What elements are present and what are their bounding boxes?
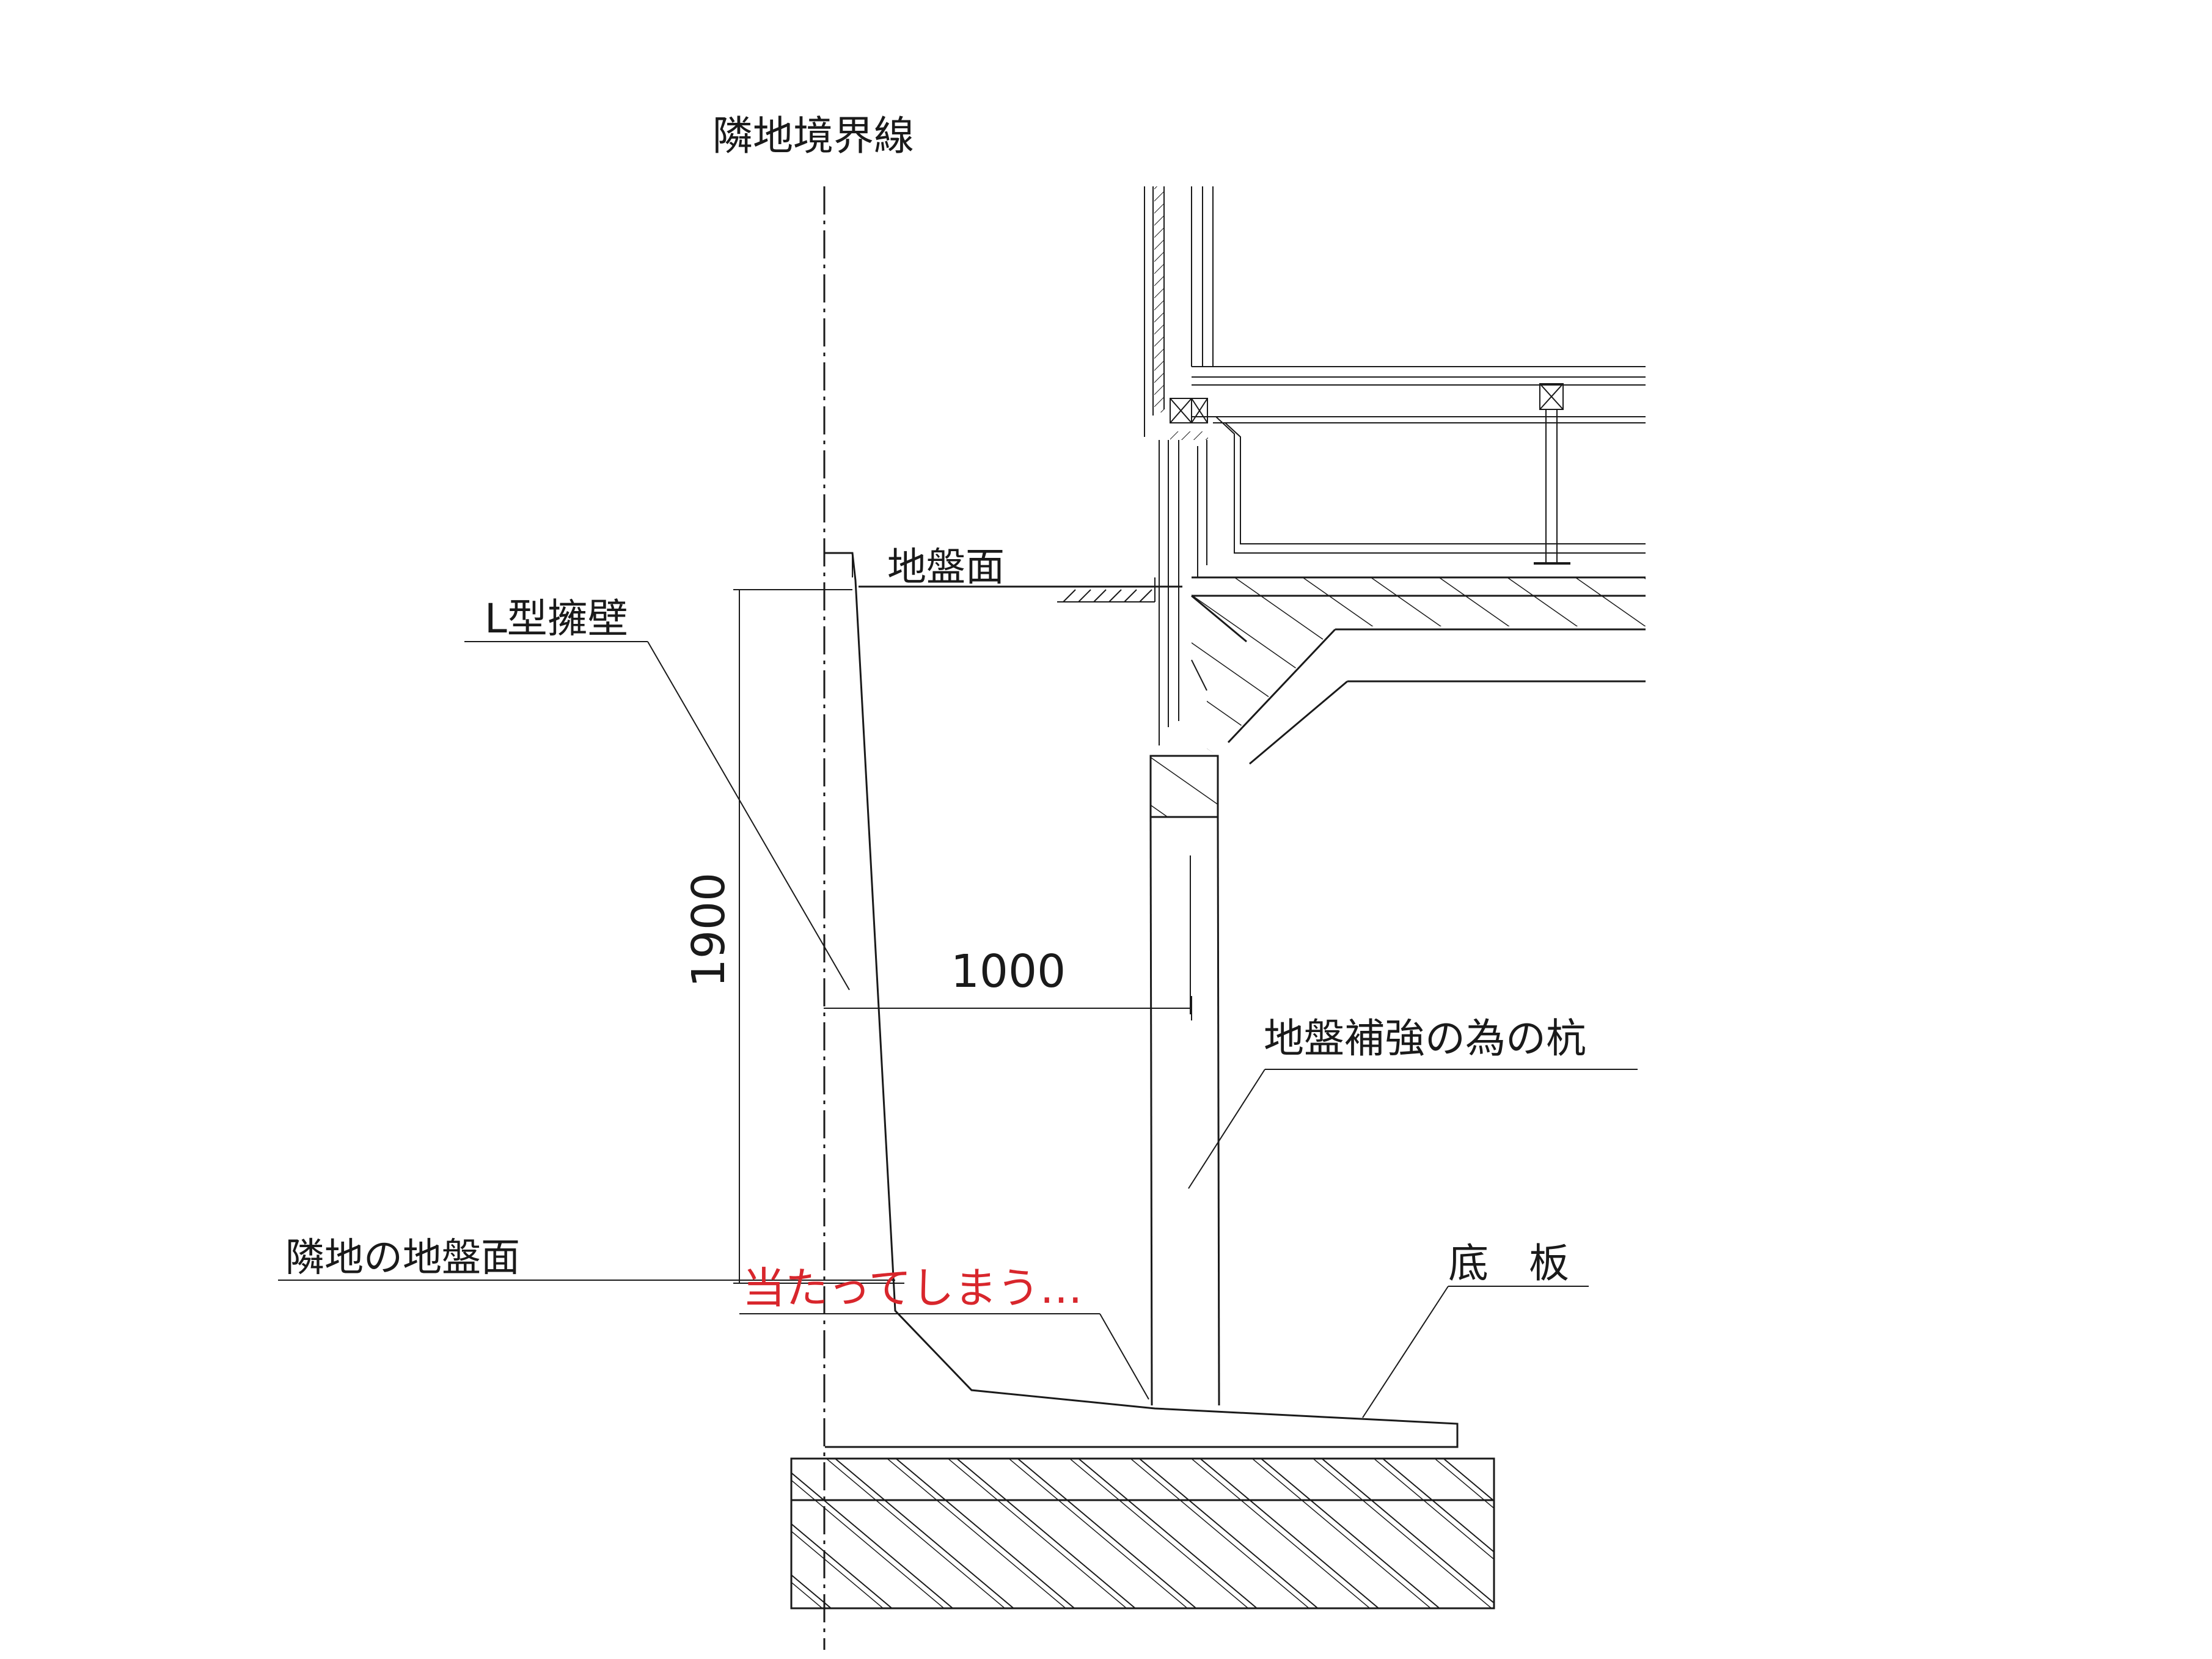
l-wall-label: L型擁壁 [485,595,628,642]
dimension-width-value: 1000 [951,945,1066,998]
collision-note: 当たってしまう… [742,1263,1083,1313]
leader-base-slab [1362,1286,1589,1418]
house-foundation [1191,576,1646,765]
l-retaining-wall [825,552,1459,1448]
boundary-label: 隣地境界線 [712,112,914,159]
dimension-height-value: 1900 [683,873,735,987]
dimension-height [733,589,904,1284]
ground-level-label: 地盤面 [887,545,1005,590]
dimension-width [824,855,1192,1020]
pile [1149,755,1220,1406]
base-slab-label: 底 板 [1448,1240,1569,1287]
leader-collision [739,1313,1149,1400]
base-slab [790,1457,1495,1610]
leader-l-wall [464,641,850,991]
leader-pile [1188,1069,1638,1189]
pile-label: 地盤補強の為の杭 [1264,1015,1586,1062]
ground-surface [859,577,1182,602]
neighbor-ground-label: 隣地の地盤面 [285,1236,520,1281]
house-structure [1144,186,1646,745]
